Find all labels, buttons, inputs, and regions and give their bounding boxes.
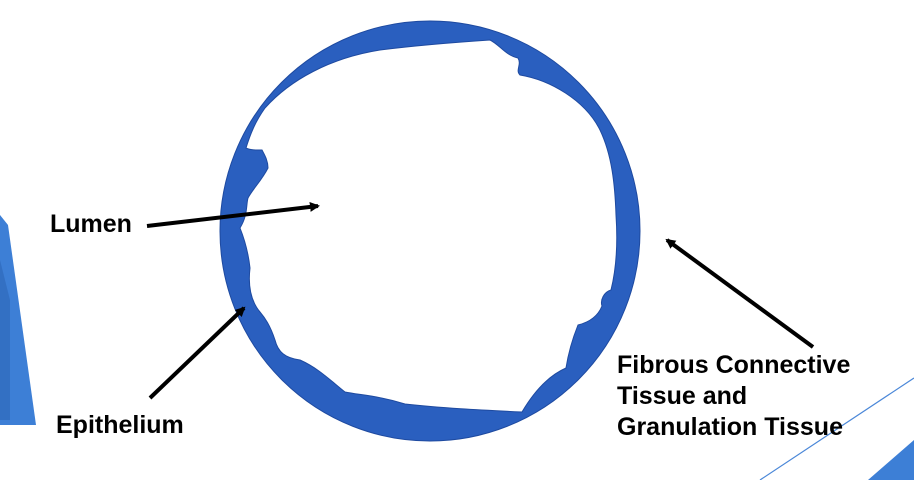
corner-decor-triangle (868, 440, 914, 480)
lumen-arrow (146, 201, 320, 228)
epithelium-arrow (148, 306, 246, 400)
epithelium-label: Epithelium (56, 411, 184, 439)
fibrous-tissue-arrow (665, 238, 815, 349)
lumen-label: Lumen (50, 210, 132, 238)
fibrous-tissue-label-line2: Tissue and (617, 382, 748, 410)
fibrous-tissue-label: Fibrous Connective Tissue and Granulatio… (617, 350, 850, 443)
left-accent-wedge-shadow (0, 260, 10, 420)
fibrous-tissue-label-line1: Fibrous Connective (617, 351, 851, 379)
fibrous-tissue-label-line3: Granulation Tissue (617, 413, 843, 441)
corner-decor-line (759, 377, 914, 480)
cyst-wall (219, 20, 641, 442)
